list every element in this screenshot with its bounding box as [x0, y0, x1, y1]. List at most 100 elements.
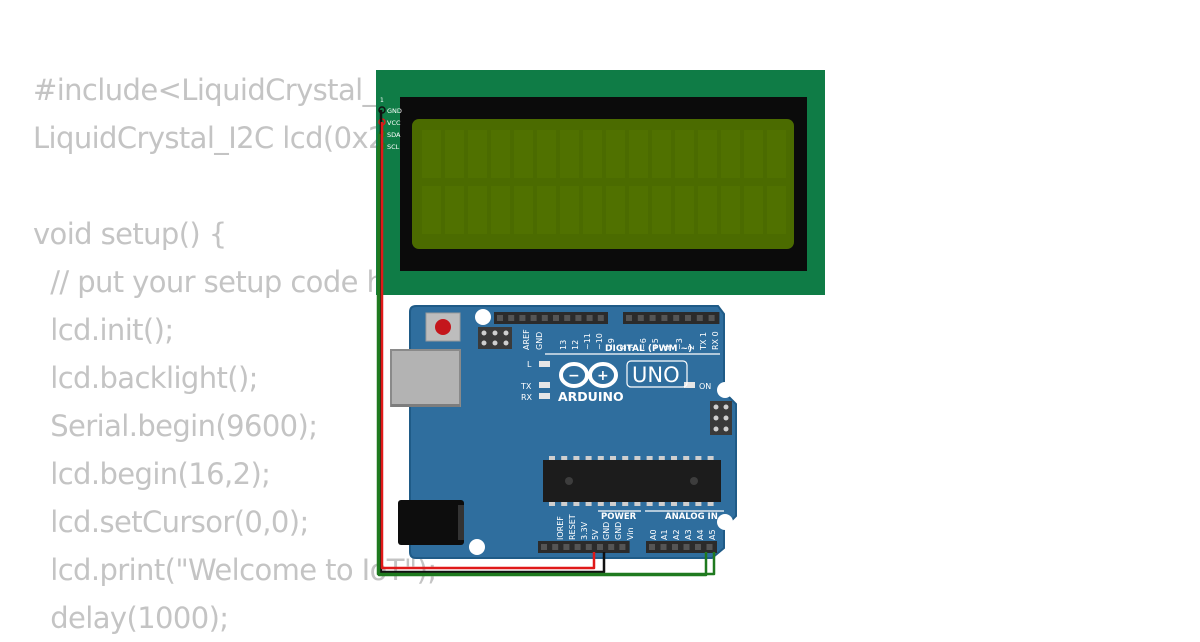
power-pin-label: RESET — [568, 514, 577, 540]
lcd-char-cell — [767, 186, 786, 234]
digital-pin-label: 7 — [627, 345, 636, 350]
lcd-pin-label: SCL — [387, 143, 400, 151]
lcd-char-cell — [629, 130, 648, 178]
lcd-char-cell — [445, 130, 464, 178]
header-socket[interactable] — [519, 315, 526, 321]
wire-vcc[interactable] — [380, 122, 596, 570]
lcd-char-cell — [629, 186, 648, 234]
header-socket[interactable] — [530, 315, 537, 321]
header-socket[interactable] — [574, 544, 581, 550]
led-tx-label: TX — [520, 382, 532, 391]
lcd-char-cell — [767, 130, 786, 178]
header-socket[interactable] — [575, 315, 582, 321]
reset-button[interactable] — [435, 319, 451, 335]
lcd-char-cell — [744, 130, 763, 178]
header-socket[interactable] — [695, 544, 701, 550]
digital-pin-label: ~9 — [607, 338, 616, 350]
power-pin-label: GND — [614, 522, 623, 540]
header-socket[interactable] — [586, 315, 593, 321]
header-socket[interactable] — [685, 315, 691, 321]
header-socket[interactable] — [541, 315, 548, 321]
code-editor-text: #include<LiquidCrystal_I2C.h>LiquidCryst… — [33, 66, 495, 642]
header-socket[interactable] — [706, 544, 713, 550]
lcd-char-cell — [422, 186, 441, 234]
led-rx-label: RX — [521, 393, 533, 402]
header-socket[interactable] — [608, 544, 615, 550]
mounting-hole-icon — [475, 309, 491, 325]
header-socket[interactable] — [708, 315, 715, 321]
power-pin-label: IOREF — [556, 516, 565, 540]
analog-pin-label: A2 — [672, 529, 681, 540]
lcd-char-cell — [422, 130, 441, 178]
lcd-char-cell — [698, 186, 717, 234]
arduino-brand: ARDUINO — [558, 389, 624, 404]
led-rx — [539, 393, 550, 399]
mounting-hole-icon — [717, 514, 733, 530]
header-socket[interactable] — [553, 315, 559, 321]
header-socket[interactable] — [672, 544, 678, 550]
power-analog-headers[interactable] — [538, 541, 717, 553]
header-socket[interactable] — [564, 315, 571, 321]
logo-minus-icon: − — [568, 368, 580, 384]
wire-scl[interactable] — [376, 146, 716, 576]
wires[interactable] — [376, 110, 716, 577]
header-socket[interactable] — [649, 544, 655, 550]
header-socket[interactable] — [563, 544, 570, 550]
header-socket[interactable] — [597, 315, 604, 321]
analog-pin-label: A1 — [660, 529, 669, 540]
code-line: lcd.setCursor(0,0); — [33, 505, 309, 539]
code-line: lcd.init(); — [33, 313, 174, 347]
header-socket[interactable] — [552, 544, 559, 550]
reset-button-base — [425, 312, 461, 342]
digital-pin-header[interactable] — [494, 312, 720, 324]
header-socket[interactable] — [626, 315, 632, 321]
code-line: void setup() { — [33, 217, 227, 251]
lcd-char-cell — [652, 186, 671, 234]
header-socket[interactable] — [541, 544, 547, 550]
header-socket[interactable] — [649, 315, 656, 321]
header-socket[interactable] — [673, 315, 680, 321]
mounting-hole-icon — [717, 382, 733, 398]
led-on — [684, 382, 695, 388]
lcd-char-cell — [721, 130, 740, 178]
lcd-char-cell — [606, 130, 625, 178]
header-socket[interactable] — [683, 544, 690, 550]
atmega-chip — [543, 456, 721, 506]
usb-connector — [390, 349, 461, 407]
lcd-character-grid — [422, 130, 786, 234]
header-socket[interactable] — [660, 544, 667, 550]
header-socket[interactable] — [696, 315, 703, 321]
digital-pin-label: ~11 — [583, 333, 592, 350]
power-pin-label: 5V — [591, 529, 600, 540]
header-socket[interactable] — [597, 544, 603, 550]
digital-pin-label: ~10 — [595, 333, 604, 350]
header-socket[interactable] — [661, 315, 668, 321]
lcd-char-cell — [744, 186, 763, 234]
icsp-header-top — [478, 327, 512, 349]
code-line: lcd.begin(16,2); — [33, 457, 271, 491]
header-socket[interactable] — [619, 544, 626, 550]
power-jack — [398, 500, 464, 545]
header-socket[interactable] — [637, 315, 644, 321]
header-socket[interactable] — [508, 315, 515, 321]
digital-pin-label: ~6 — [639, 338, 648, 350]
power-header-label: POWER — [601, 512, 637, 522]
code-line: delay(1000); — [33, 601, 229, 635]
model-name: UNO — [632, 363, 680, 387]
analog-pin-label: A0 — [649, 529, 658, 540]
digital-pin-label: ~5 — [651, 338, 660, 350]
digital-pin-label: RX 0 — [711, 331, 720, 350]
led-l — [539, 361, 550, 367]
lcd-char-cell — [514, 186, 533, 234]
header-socket[interactable] — [497, 315, 503, 321]
lcd-char-cell — [675, 186, 694, 234]
lcd-pin-number: 1 — [380, 97, 384, 104]
lcd-char-cell — [537, 186, 556, 234]
led-tx — [539, 382, 550, 388]
header-socket[interactable] — [585, 544, 592, 550]
